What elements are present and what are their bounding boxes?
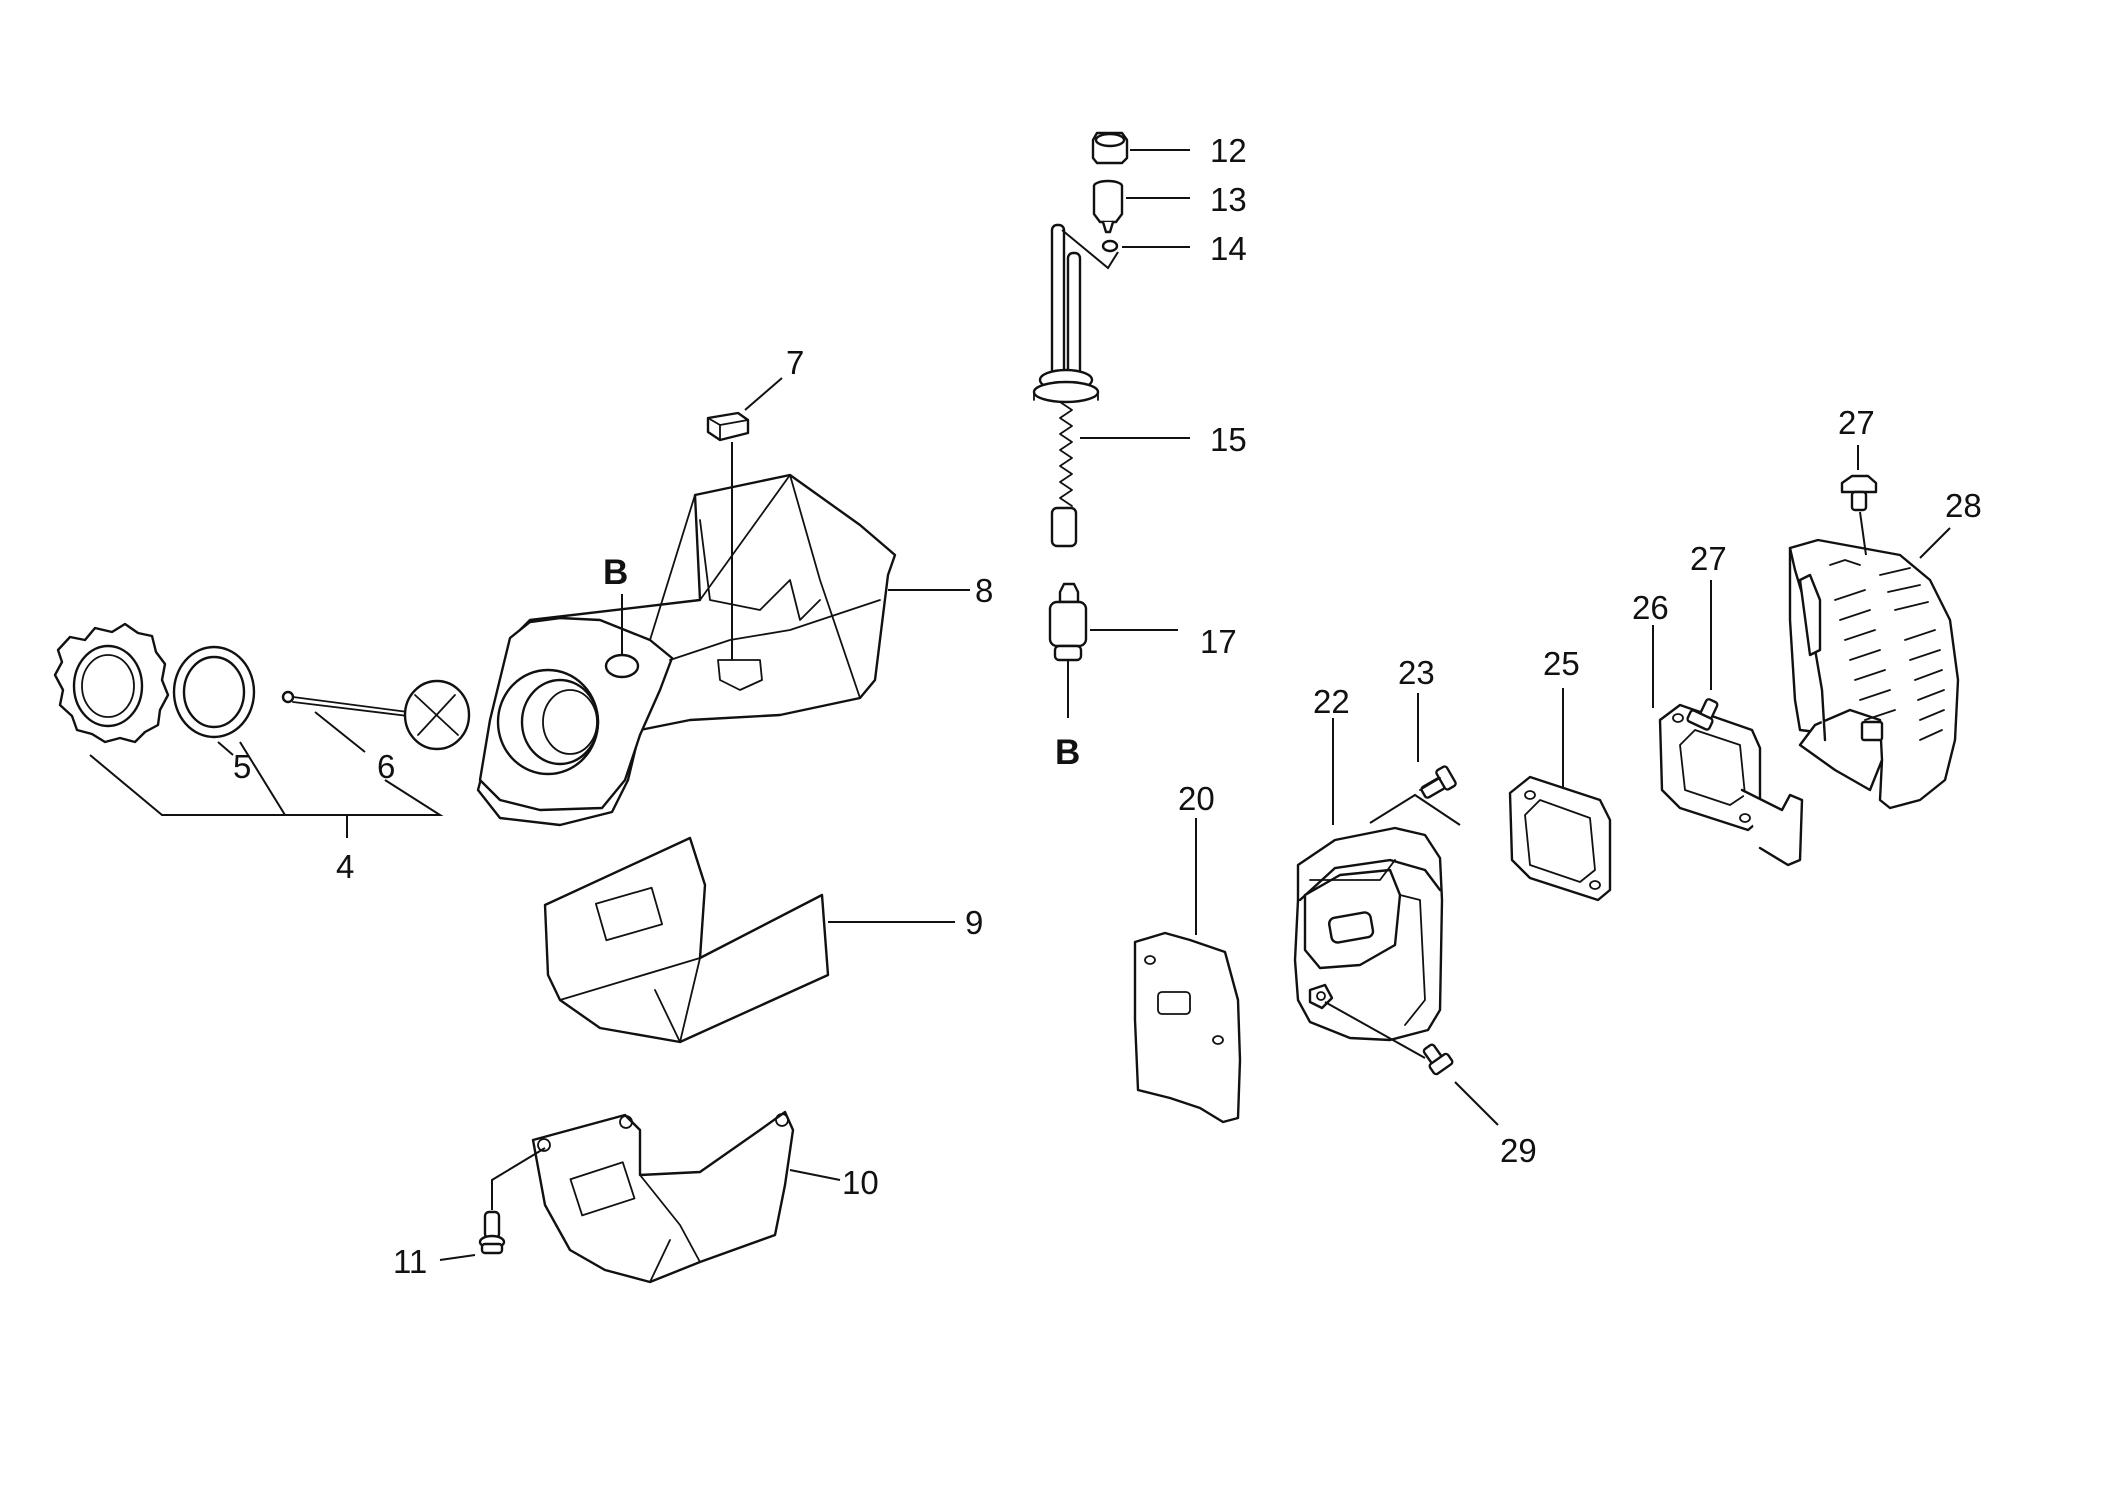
plate-26 (1658, 703, 1804, 867)
guard-plate (531, 1110, 795, 1284)
retainer-strap (281, 679, 471, 751)
fuel-cap-plug (1091, 131, 1129, 165)
callout-22: 22 (1313, 683, 1350, 720)
fuel-tank (476, 473, 897, 827)
bolt-11 (478, 1210, 506, 1255)
tank-panel (543, 836, 830, 1044)
fuel-cap (53, 622, 170, 744)
callout-12: 12 (1210, 132, 1247, 169)
clip (1101, 239, 1119, 253)
callout-14: 14 (1210, 230, 1247, 267)
callout-7: 7 (786, 344, 804, 381)
gasket-25 (1508, 775, 1612, 902)
grommet (706, 411, 750, 442)
fuel-line-assembly (1032, 223, 1100, 548)
callout-9: 9 (965, 904, 983, 941)
callout-20: 20 (1178, 780, 1215, 817)
callout-5: 5 (233, 748, 251, 785)
callout-13: 13 (1210, 181, 1247, 218)
callout-23: 23 (1398, 654, 1435, 691)
callout-11: 11 (393, 1243, 427, 1280)
leader-lines (89, 149, 1951, 1261)
callout-labels: 4 5 6 7 8 9 10 11 12 13 14 15 17 20 22 2… (233, 132, 1982, 1280)
callout-17: 17 (1200, 623, 1237, 660)
callout-4: 4 (336, 848, 354, 885)
bolt-27-lower (1686, 698, 1719, 731)
bolt-23 (1419, 765, 1457, 799)
fuel-filter (1048, 582, 1088, 662)
reference-b-filter: B (1055, 733, 1080, 772)
callout-10: 10 (842, 1164, 879, 1201)
reference-b-tank: B (603, 553, 628, 592)
callout-15: 15 (1210, 421, 1247, 458)
reference-labels: B B (603, 553, 1080, 772)
callout-26: 26 (1632, 589, 1669, 626)
callout-25: 25 (1543, 645, 1580, 682)
muffler (1293, 826, 1444, 1042)
vent-valve (1092, 179, 1124, 234)
callout-8: 8 (975, 572, 993, 609)
callout-29: 29 (1500, 1132, 1537, 1169)
bolt-29 (1422, 1043, 1454, 1076)
gasket-20 (1133, 931, 1242, 1124)
muffler-cover (1788, 538, 1960, 810)
callout-6: 6 (377, 748, 395, 785)
callout-27-lower: 27 (1690, 540, 1727, 577)
fuel-cap-gasket (172, 645, 256, 739)
bolt-27-upper (1840, 474, 1878, 512)
callout-28: 28 (1945, 487, 1982, 524)
callout-27-upper: 27 (1838, 404, 1875, 441)
